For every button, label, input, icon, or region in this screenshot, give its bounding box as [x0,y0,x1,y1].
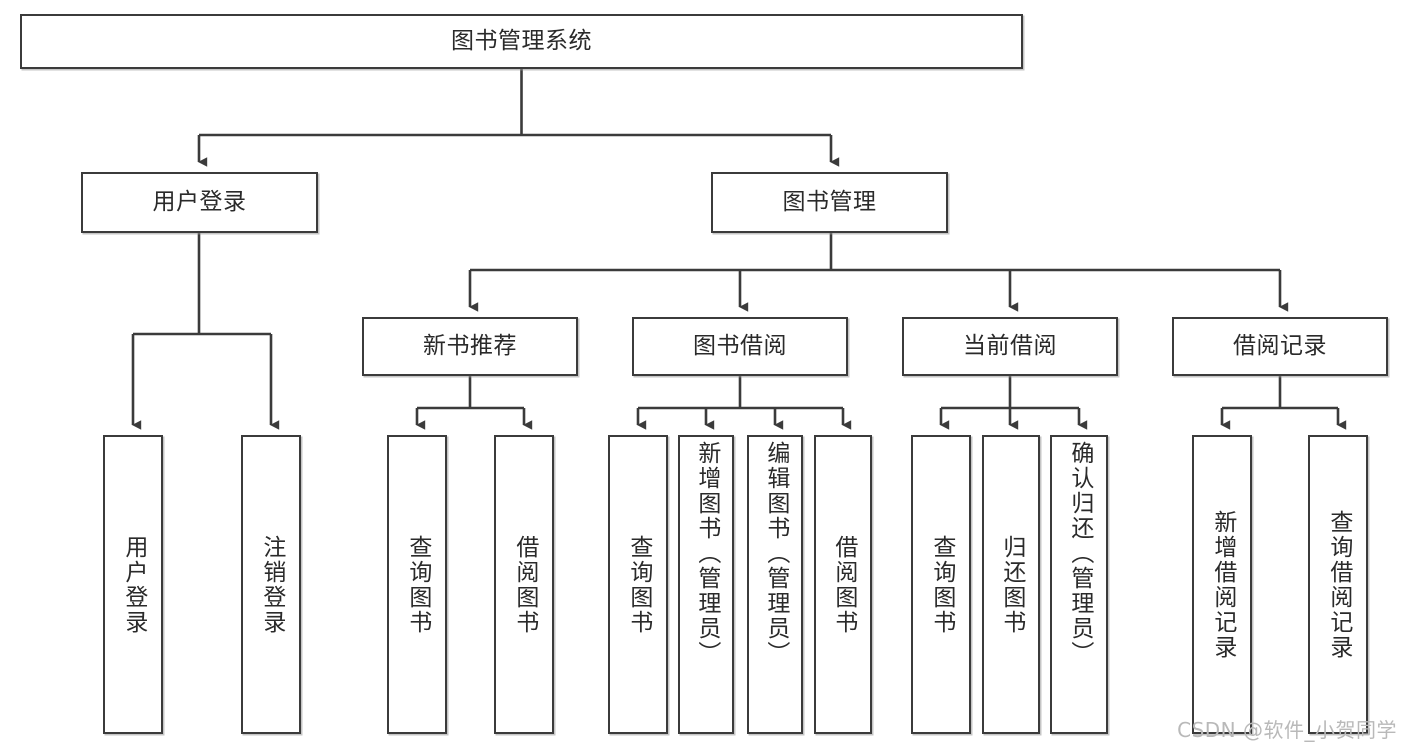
node-label: 借阅图书 [830,534,857,635]
node-label: 查询图书 [625,534,652,635]
node-label: 借阅记录 [1233,333,1327,360]
node-label: 查询借阅记录 [1325,509,1352,660]
node-label: 编辑图书（管理员） [762,441,789,666]
leaf-query-book-borrow[interactable]: 查询图书 [608,435,668,734]
leaf-query-book-recommend[interactable]: 查询图书 [387,435,447,734]
node-label: 新增图书（管理员） [693,441,720,666]
node-new-book-recommend[interactable]: 新书推荐 [362,317,578,376]
node-label: 图书借阅 [693,333,787,360]
leaf-add-book-admin[interactable]: 新增图书（管理员） [678,435,734,734]
node-label: 确认归还（管理员） [1066,441,1093,666]
node-borrow-record[interactable]: 借阅记录 [1172,317,1388,376]
node-current-borrow[interactable]: 当前借阅 [902,317,1118,376]
node-book-management[interactable]: 图书管理 [711,172,948,233]
watermark-text: CSDN @软件_小贺同学 [1177,718,1397,742]
node-label: 新书推荐 [423,333,517,360]
node-label: 图书管理 [782,189,877,216]
node-label: 图书管理系统 [451,28,592,55]
node-label: 查询图书 [404,534,431,635]
node-label: 新增借阅记录 [1209,509,1236,660]
node-label: 查询图书 [928,534,955,635]
node-root-system[interactable]: 图书管理系统 [20,14,1023,69]
node-label: 归还图书 [998,534,1025,635]
leaf-edit-book-admin[interactable]: 编辑图书（管理员） [747,435,803,734]
leaf-add-borrow-record[interactable]: 新增借阅记录 [1192,435,1252,734]
node-book-borrow[interactable]: 图书借阅 [632,317,848,376]
leaf-borrow-book[interactable]: 借阅图书 [814,435,872,734]
leaf-query-borrow-record[interactable]: 查询借阅记录 [1308,435,1368,734]
leaf-query-book-current[interactable]: 查询图书 [911,435,971,734]
node-label: 当前借阅 [963,333,1057,360]
node-label: 用户登录 [120,534,147,635]
node-label: 借阅图书 [511,534,538,635]
leaf-user-login[interactable]: 用户登录 [103,435,163,734]
node-user-login[interactable]: 用户登录 [81,172,318,233]
node-label: 注销登录 [258,534,285,635]
leaf-borrow-book-recommend[interactable]: 借阅图书 [494,435,554,734]
leaf-confirm-return-admin[interactable]: 确认归还（管理员） [1050,435,1108,734]
leaf-return-book[interactable]: 归还图书 [982,435,1040,734]
leaf-logout[interactable]: 注销登录 [241,435,301,734]
node-label: 用户登录 [152,189,247,216]
